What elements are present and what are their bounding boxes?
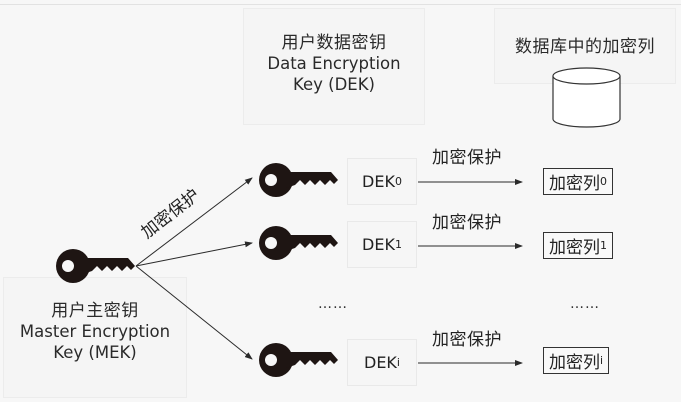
dek-name-0: DEK (362, 172, 395, 191)
mek-label-cn: 用户主密钥 (51, 301, 139, 321)
dek-header-cn: 用户数据密钥 (281, 33, 387, 53)
column-name-0: 加密列 (549, 174, 600, 194)
database-title: 数据库中的加密列 (515, 37, 655, 57)
dek-name-1: DEK (362, 235, 395, 254)
protect-label-0: 加密保护 (432, 148, 502, 168)
protect-label-i: 加密保护 (432, 330, 502, 350)
dek-key-icon-1 (259, 226, 338, 260)
dek-header-en-2: Key (DEK) (293, 74, 375, 94)
dek-name-i: DEK (364, 353, 397, 372)
column-name-1: 加密列 (549, 238, 600, 258)
column-sub-1: 1 (600, 239, 607, 252)
mek-label: 用户主密钥 Master Encryption Key (MEK) (3, 301, 187, 364)
dek-sub-1: 1 (394, 238, 402, 251)
column-name-i: 加密列 (549, 353, 600, 373)
database-cylinder-icon (552, 67, 621, 128)
mek-label-en-1: Master Encryption (19, 322, 171, 342)
mek-label-box (3, 277, 187, 398)
top-divider (0, 4, 681, 5)
dek-key-icon-0 (259, 163, 338, 197)
dek-header-en-1: Data Encryption (267, 54, 401, 74)
dek-sub-i: i (396, 356, 400, 369)
ellipsis-columns: …… (570, 296, 600, 312)
mek-label-en-2: Key (MEK) (53, 342, 137, 362)
dek-header-box (243, 8, 425, 125)
dek-sub-0: 0 (394, 175, 402, 188)
ellipsis-keys: …… (318, 296, 348, 312)
mek-arrow-i (135, 265, 253, 360)
mek-key-icon (56, 249, 135, 283)
column-sub-i: i (600, 354, 604, 367)
mek-arrow-0 (135, 177, 253, 267)
protect-label-1: 加密保护 (432, 213, 502, 233)
mek-arrow-1 (135, 241, 253, 267)
dek-key-icon-i (259, 343, 338, 377)
column-sub-0: 0 (600, 175, 607, 188)
dek-header-label: 用户数据密钥 Data Encryption Key (DEK) (243, 33, 425, 96)
